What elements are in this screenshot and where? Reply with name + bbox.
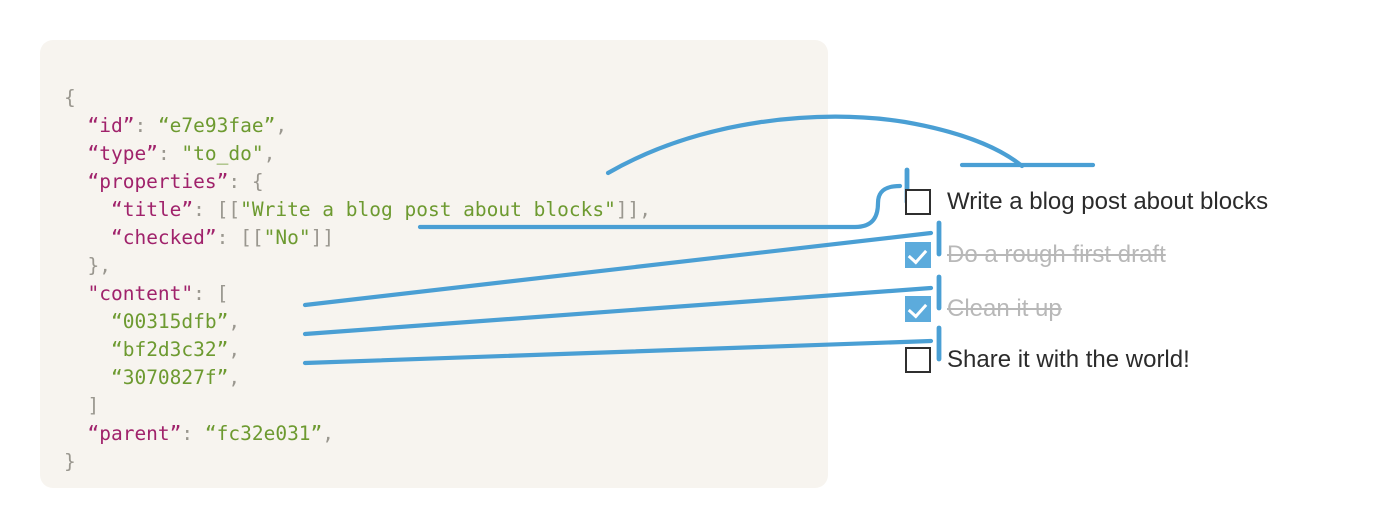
code-indent — [64, 310, 111, 333]
code-token-str: "Write a blog post about blocks" — [240, 197, 616, 221]
code-line: “id”: “e7e93fae”, — [64, 112, 651, 140]
code-token-pun: , — [275, 113, 288, 137]
code-token-str: “bf2d3c32” — [110, 337, 229, 361]
code-token-pun: : [[ — [216, 225, 264, 249]
code-token-str: "No" — [263, 225, 311, 249]
code-indent — [64, 422, 87, 445]
code-indent — [64, 114, 87, 137]
checkbox-unchecked-icon[interactable] — [905, 189, 931, 215]
todo-item[interactable]: Share it with the world! — [905, 343, 1190, 377]
code-token-str: “00315dfb” — [110, 309, 229, 333]
checkbox-unchecked-icon[interactable] — [905, 347, 931, 373]
code-token-str: “3070827f” — [110, 365, 229, 389]
code-token-key: “id” — [87, 113, 135, 137]
code-token-str: “e7e93fae” — [157, 113, 276, 137]
code-line: "content": [ — [64, 280, 651, 308]
code-indent — [64, 338, 111, 361]
code-line: “00315dfb”, — [64, 308, 651, 336]
code-indent — [64, 254, 87, 277]
code-line: “3070827f”, — [64, 364, 651, 392]
code-token-pun: , — [228, 337, 241, 361]
code-token-pun: : [ — [193, 281, 229, 305]
code-token-pun: : — [157, 141, 182, 165]
code-line: “type”: "to_do", — [64, 140, 651, 168]
code-token-pun: { — [64, 85, 76, 109]
code-token-pun: , — [228, 365, 241, 389]
code-token-pun: ]] — [310, 225, 335, 249]
code-token-pun: , — [228, 309, 241, 333]
code-token-pun: : { — [228, 169, 264, 193]
code-token-pun: : — [181, 421, 205, 445]
code-token-pun: : [[ — [193, 197, 241, 221]
checkbox-checked-icon[interactable] — [905, 296, 931, 322]
code-token-key: “parent” — [87, 421, 182, 445]
todo-item-label: Share it with the world! — [947, 346, 1190, 373]
code-indent — [64, 170, 87, 193]
code-token-key: “checked” — [110, 225, 217, 249]
code-indent — [64, 366, 111, 389]
code-line: ] — [64, 392, 651, 420]
code-line: “properties”: { — [64, 168, 651, 196]
code-token-pun: ]], — [615, 197, 652, 221]
code-indent — [64, 198, 111, 221]
code-token-pun: }, — [87, 253, 111, 277]
code-token-key: "content" — [87, 281, 194, 305]
code-token-pun: , — [322, 421, 335, 445]
code-token-key: “title” — [110, 197, 194, 221]
code-indent — [64, 226, 111, 249]
code-line: “bf2d3c32”, — [64, 336, 651, 364]
code-line: “title”: [["Write a blog post about bloc… — [64, 196, 651, 224]
code-token-pun: : — [134, 113, 158, 137]
code-line: } — [64, 448, 651, 476]
code-indent — [64, 282, 87, 305]
todo-item[interactable]: Do a rough first draft — [905, 238, 1166, 272]
code-line: “parent”: “fc32e031”, — [64, 420, 651, 448]
code-token-pun: ] — [87, 393, 100, 417]
todo-item-label: Do a rough first draft — [947, 241, 1166, 268]
code-line: }, — [64, 252, 651, 280]
todo-item[interactable]: Write a blog post about blocks — [905, 185, 1268, 219]
code-token-str: "to_do" — [181, 141, 264, 165]
todo-item-label: Clean it up — [947, 295, 1062, 322]
code-token-pun: , — [263, 141, 276, 165]
code-token-pun: } — [64, 449, 76, 473]
code-token-key: “type” — [87, 141, 158, 165]
todo-item-label: Write a blog post about blocks — [947, 188, 1269, 215]
code-indent — [64, 142, 87, 165]
checkbox-checked-icon[interactable] — [905, 242, 931, 268]
todo-item[interactable]: Clean it up — [905, 292, 1062, 326]
json-code-block: { “id”: “e7e93fae”, “type”: "to_do", “pr… — [64, 84, 651, 476]
code-line: { — [64, 84, 651, 112]
code-line: “checked”: [["No"]] — [64, 224, 651, 252]
code-token-key: “properties” — [87, 169, 229, 193]
code-indent — [64, 394, 87, 417]
code-token-str: “fc32e031” — [204, 421, 323, 445]
